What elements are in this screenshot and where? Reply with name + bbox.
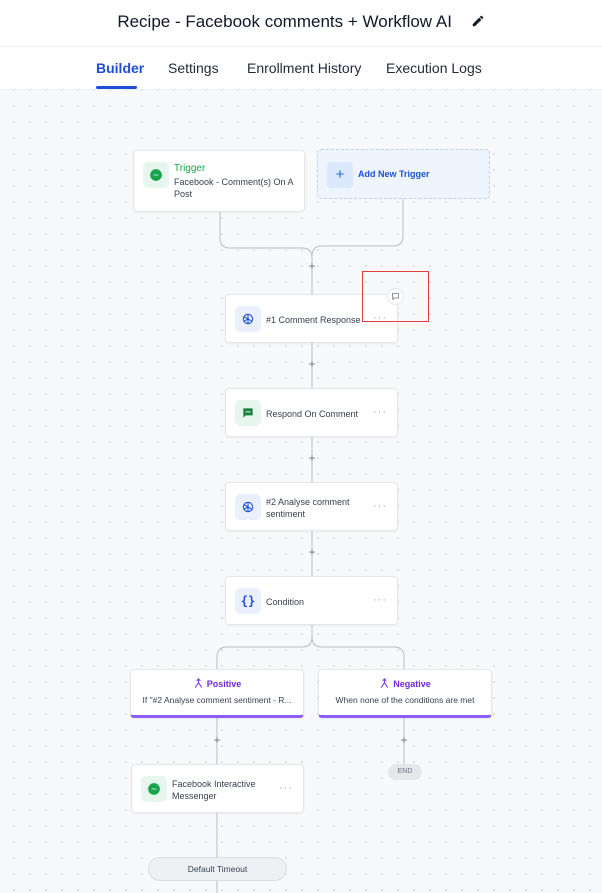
tab-builder[interactable]: Builder bbox=[96, 60, 145, 76]
action-node-analyse-sentiment[interactable]: #2 Analyse comment sentiment ··· bbox=[225, 482, 398, 531]
action-label: Facebook Interactive Messenger bbox=[172, 779, 256, 801]
action-label: #2 Analyse comment sentiment bbox=[266, 497, 350, 519]
branch-title-text: Negative bbox=[393, 679, 431, 689]
branch-positive[interactable]: Positive If "#2 Analyse comment sentimen… bbox=[130, 669, 304, 718]
action-label: Respond On Comment bbox=[266, 409, 359, 419]
add-new-trigger-button[interactable]: + Add New Trigger bbox=[317, 149, 490, 199]
branch-condition-text: When none of the conditions are met bbox=[335, 695, 475, 705]
more-options-icon[interactable]: ··· bbox=[373, 594, 387, 606]
action-node-comment-response[interactable]: #1 Comment Response ··· bbox=[225, 294, 398, 343]
action-label: #1 Comment Response bbox=[266, 315, 361, 325]
branch-negative[interactable]: Negative When none of the conditions are… bbox=[318, 669, 492, 718]
add-step-plus[interactable]: + bbox=[308, 451, 316, 465]
openai-icon bbox=[235, 306, 261, 332]
pencil-edit-icon[interactable] bbox=[471, 14, 485, 28]
openai-icon bbox=[235, 494, 261, 520]
more-options-icon[interactable]: ··· bbox=[279, 782, 293, 794]
add-step-plus[interactable]: + bbox=[308, 259, 316, 273]
workflow-title: Recipe - Facebook comments + Workflow AI bbox=[0, 12, 602, 32]
add-trigger-label: Add New Trigger bbox=[358, 169, 430, 179]
action-node-facebook-messenger[interactable]: Facebook Interactive Messenger ··· bbox=[131, 764, 304, 813]
end-marker: END bbox=[388, 764, 422, 780]
trigger-title: Trigger bbox=[174, 163, 206, 174]
branch-condition-text: If "#2 Analyse comment sentiment - R... bbox=[142, 695, 292, 705]
action-node-respond-on-comment[interactable]: Respond On Comment ··· bbox=[225, 388, 398, 437]
highlight-box bbox=[362, 271, 429, 322]
action-node-condition[interactable]: {} Condition ··· bbox=[225, 576, 398, 625]
add-step-plus[interactable]: + bbox=[400, 733, 408, 747]
default-timeout-pill[interactable]: Default Timeout bbox=[148, 857, 287, 881]
more-options-icon[interactable]: ··· bbox=[373, 406, 387, 418]
comment-icon[interactable] bbox=[387, 288, 404, 305]
add-step-plus[interactable]: + bbox=[308, 545, 316, 559]
branch-negative-title: Negative bbox=[319, 678, 491, 689]
active-tab-indicator bbox=[96, 86, 137, 89]
branch-positive-title: Positive bbox=[131, 678, 303, 689]
action-label: Condition bbox=[266, 597, 305, 607]
tab-execution-logs[interactable]: Execution Logs bbox=[386, 60, 482, 76]
add-step-plus[interactable]: + bbox=[213, 733, 221, 747]
workflow-header: Recipe - Facebook comments + Workflow AI bbox=[0, 0, 602, 47]
tab-settings[interactable]: Settings bbox=[168, 60, 219, 76]
tab-bar: Builder Settings Enrollment History Exec… bbox=[0, 47, 602, 90]
messenger-icon bbox=[143, 162, 169, 188]
trigger-subtitle: Facebook - Comment(s) On A Post bbox=[174, 177, 294, 199]
add-step-plus[interactable]: + bbox=[308, 357, 316, 371]
workflow-title-text: Recipe - Facebook comments + Workflow AI bbox=[117, 12, 452, 31]
branch-title-text: Positive bbox=[206, 679, 242, 689]
branch-icon bbox=[194, 678, 202, 688]
trigger-node[interactable]: Trigger Facebook - Comment(s) On A Post bbox=[133, 150, 305, 212]
chat-icon bbox=[235, 400, 261, 426]
braces-icon: {} bbox=[235, 588, 261, 614]
more-options-icon[interactable]: ··· bbox=[373, 500, 387, 512]
tab-enrollment-history[interactable]: Enrollment History bbox=[247, 60, 362, 76]
branch-icon bbox=[381, 678, 389, 688]
plus-icon: + bbox=[327, 162, 353, 188]
messenger-icon bbox=[141, 776, 167, 802]
